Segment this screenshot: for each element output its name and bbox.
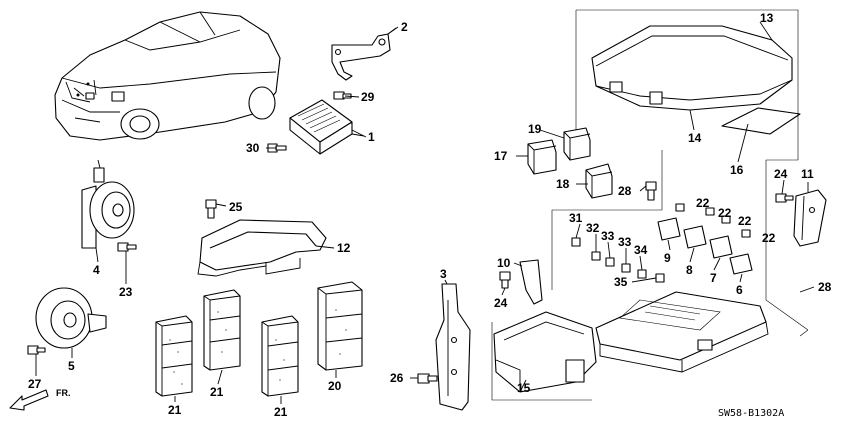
callout-21b: 21 — [210, 385, 224, 399]
relay-part-19 — [563, 127, 591, 161]
bolt-part-24b — [499, 271, 511, 289]
callout-16: 16 — [730, 163, 744, 177]
callout-29: 29 — [361, 90, 375, 104]
callout-21a: 21 — [168, 403, 182, 417]
callout-11: 11 — [801, 167, 814, 181]
bracket-part-12 — [197, 219, 327, 277]
callout-33a: 33 — [601, 229, 615, 243]
relay-part-6-mini — [729, 253, 753, 275]
callout-6: 6 — [736, 283, 743, 297]
fuse-part-34 — [637, 269, 647, 279]
callout-5: 5 — [68, 359, 75, 373]
fuse-part-32 — [591, 251, 601, 261]
relay-texture — [169, 309, 347, 385]
callout-13: 13 — [760, 11, 774, 25]
callout-15: 15 — [517, 381, 531, 395]
relay-part-20 — [317, 281, 363, 371]
callout-28a: 28 — [618, 184, 632, 198]
fuse-box-part-6 — [595, 291, 769, 373]
callout-22b: 22 — [718, 206, 732, 220]
callout-32: 32 — [586, 221, 600, 235]
bracket-part-3 — [435, 283, 471, 411]
relay-part-9 — [657, 217, 681, 241]
callout-35: 35 — [614, 275, 628, 289]
fuse-box-cover-part-14 — [591, 25, 793, 111]
vehicle-outline — [54, 11, 281, 141]
callout-4: 4 — [93, 263, 100, 277]
callout-22d: 22 — [762, 231, 776, 245]
callout-24b: 24 — [494, 296, 508, 310]
callout-labels: 2 29 1 30 4 23 25 12 5 27 21 21 21 20 3 … — [28, 11, 832, 419]
callout-14: 14 — [688, 131, 702, 145]
bolt-part-24a — [775, 193, 794, 203]
callout-12: 12 — [337, 241, 351, 255]
relay-part-21a — [155, 315, 193, 397]
callout-8: 8 — [686, 263, 693, 277]
lower-box-part-15 — [493, 311, 597, 393]
fuse-box-group-outline — [491, 9, 809, 401]
callout-3: 3 — [440, 267, 447, 281]
relay-part-17 — [527, 139, 557, 175]
fuse-part-35 — [655, 273, 665, 283]
callout-10: 10 — [497, 256, 511, 270]
callout-26: 26 — [390, 371, 404, 385]
callout-27: 27 — [28, 377, 42, 391]
callout-23: 23 — [119, 285, 133, 299]
control-module-part-1 — [289, 99, 365, 155]
callout-31: 31 — [569, 211, 583, 225]
callout-20: 20 — [328, 379, 342, 393]
bracket-part-11 — [793, 189, 827, 247]
bolt-part-26 — [417, 373, 438, 384]
relay-part-7 — [709, 235, 733, 259]
callout-1: 1 — [368, 130, 375, 144]
fuse-part-33a — [605, 257, 615, 267]
bolt-part-23 — [117, 242, 137, 252]
callout-19: 19 — [528, 122, 542, 136]
bolt-part-27 — [27, 345, 46, 355]
callout-18: 18 — [556, 177, 570, 191]
callout-2: 2 — [401, 20, 408, 34]
relay-part-8 — [683, 225, 707, 249]
callout-28b: 28 — [818, 280, 832, 294]
callout-25: 25 — [229, 200, 243, 214]
fuse-part-31 — [571, 237, 581, 247]
relay-part-18 — [585, 163, 613, 199]
bolt-part-29 — [333, 91, 352, 100]
horn-part-4 — [81, 159, 135, 249]
horn-part-5 — [35, 287, 107, 349]
bracket-part-10 — [519, 259, 543, 305]
front-direction-arrow: FR. — [9, 388, 71, 411]
callout-34: 34 — [634, 243, 648, 257]
callout-24a: 24 — [774, 167, 788, 181]
leader-lines — [35, 21, 815, 404]
callout-22c: 22 — [738, 214, 752, 228]
bolt-part-28a — [645, 181, 657, 201]
relay-part-21c — [261, 315, 299, 397]
label-plate-part-16 — [721, 107, 801, 135]
bolts-part-22 — [675, 203, 751, 238]
callout-21c: 21 — [274, 405, 288, 419]
callout-33b: 33 — [618, 235, 632, 249]
bracket-part-2 — [331, 27, 397, 81]
direction-label: FR. — [56, 388, 71, 398]
fuse-part-33b — [621, 263, 631, 273]
callout-30: 30 — [246, 141, 260, 155]
callout-9: 9 — [664, 251, 671, 265]
bolt-part-25 — [205, 199, 217, 219]
relay-part-21b — [203, 289, 241, 371]
callout-17: 17 — [494, 149, 508, 163]
callout-7: 7 — [710, 271, 717, 285]
diagram-code: SW58-B1302A — [718, 408, 784, 419]
callout-22a: 22 — [696, 196, 710, 210]
